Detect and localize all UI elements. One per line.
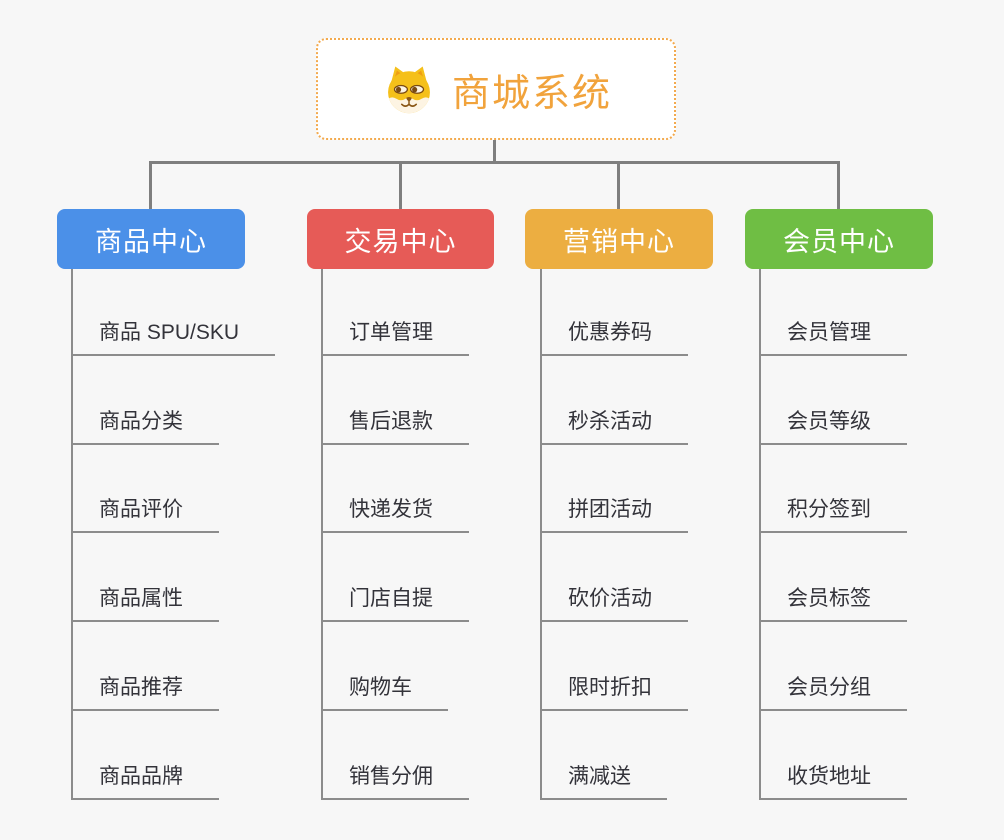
node-item[interactable]: 商品评价 bbox=[71, 495, 219, 533]
node-item[interactable]: 积分签到 bbox=[759, 495, 907, 533]
node-item[interactable]: 砍价活动 bbox=[540, 584, 688, 622]
shiba-dog-emoji-icon bbox=[380, 62, 438, 116]
node-item[interactable]: 限时折扣 bbox=[540, 673, 688, 711]
node-item[interactable]: 优惠券码 bbox=[540, 318, 688, 356]
node-item[interactable]: 商品 SPU/SKU bbox=[71, 318, 276, 356]
node-item[interactable]: 商品品牌 bbox=[71, 762, 219, 800]
branch-tree-line bbox=[71, 269, 73, 800]
branch-connector-drop bbox=[399, 161, 402, 210]
branch-header-trade[interactable]: 交易中心 bbox=[307, 209, 494, 269]
node-item[interactable]: 售后退款 bbox=[321, 407, 469, 445]
node-item[interactable]: 会员分组 bbox=[759, 673, 907, 711]
node-item[interactable]: 商品推荐 bbox=[71, 673, 219, 711]
main-connector-line bbox=[149, 161, 840, 164]
node-item[interactable]: 销售分佣 bbox=[321, 762, 469, 800]
branch-header-marketing[interactable]: 营销中心 bbox=[525, 209, 713, 269]
root-connector-stem bbox=[493, 140, 496, 163]
branch-header-member[interactable]: 会员中心 bbox=[745, 209, 933, 269]
branch-tree-line bbox=[759, 269, 761, 800]
node-item[interactable]: 秒杀活动 bbox=[540, 407, 688, 445]
node-item[interactable]: 会员管理 bbox=[759, 318, 907, 356]
node-item[interactable]: 会员等级 bbox=[759, 407, 907, 445]
branch-connector-drop bbox=[617, 161, 620, 210]
branch-tree-line bbox=[540, 269, 542, 800]
node-item[interactable]: 拼团活动 bbox=[540, 495, 688, 533]
node-item[interactable]: 会员标签 bbox=[759, 584, 907, 622]
node-item[interactable]: 商品分类 bbox=[71, 407, 219, 445]
node-item[interactable]: 购物车 bbox=[321, 673, 448, 711]
node-item[interactable]: 快递发货 bbox=[321, 495, 469, 533]
node-item[interactable]: 门店自提 bbox=[321, 584, 469, 622]
node-item[interactable]: 满减送 bbox=[540, 762, 667, 800]
branch-connector-drop bbox=[837, 161, 840, 210]
root-node[interactable]: 商城系统 bbox=[316, 38, 676, 140]
node-item[interactable]: 商品属性 bbox=[71, 584, 219, 622]
root-title: 商城系统 bbox=[451, 72, 612, 115]
branch-header-product[interactable]: 商品中心 bbox=[57, 209, 245, 269]
branch-tree-line bbox=[321, 269, 323, 800]
branch-connector-drop bbox=[149, 161, 152, 210]
node-item[interactable]: 收货地址 bbox=[759, 762, 907, 800]
node-item[interactable]: 订单管理 bbox=[321, 318, 469, 356]
